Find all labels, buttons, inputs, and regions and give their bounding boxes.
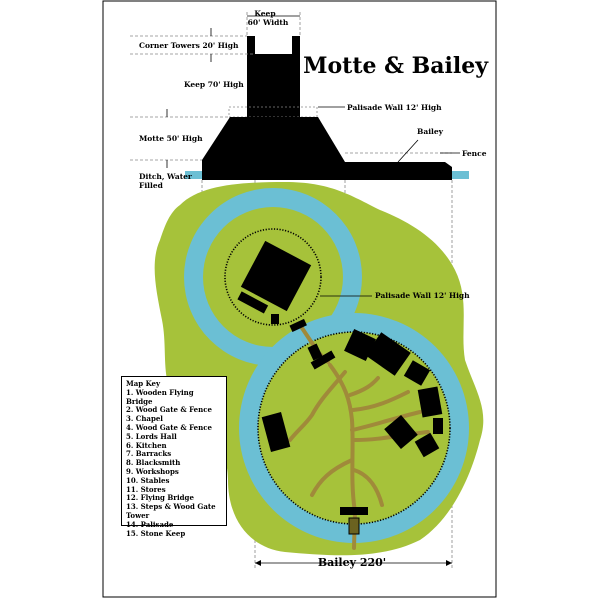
south-flying-bridge	[348, 517, 360, 535]
bailey-width-label: Bailey 220'	[318, 556, 386, 569]
map-key-item: 10. Stables	[126, 475, 170, 485]
stables	[414, 432, 440, 458]
stores	[261, 412, 291, 452]
ditch-base	[202, 172, 452, 180]
keep-width-value-label: 60' Width	[248, 18, 289, 27]
keep-annex	[237, 291, 269, 314]
palisade-top-label: Palisade Wall 12' High	[347, 103, 442, 112]
paths	[288, 323, 430, 550]
ditch-label-2: Filled	[139, 181, 164, 190]
map-key-item: 14. Palisade	[126, 519, 174, 529]
motte-label: Motte 50' High	[139, 134, 203, 143]
keep-elevation	[247, 36, 300, 117]
map-key-item: 4. Wood Gate & Fence	[126, 422, 212, 432]
stone-keep	[240, 240, 312, 312]
page-title: Motte & Bailey	[303, 53, 489, 79]
map-key-item: 7. Barracks	[126, 449, 172, 459]
map-key-item: 5. Lords Hall	[126, 431, 177, 441]
map-key-item: 12. Flying Bridge	[126, 493, 194, 503]
flying-bridge-top	[289, 318, 307, 333]
workshops	[384, 414, 418, 450]
keep-width-label: Keep	[254, 9, 275, 18]
steps-wood-gate-tower	[340, 507, 368, 515]
map-key-item: 8. Blacksmith	[126, 458, 181, 468]
elevation-view	[130, 12, 469, 568]
map-key-item: 15. Stone Keep	[126, 528, 186, 538]
blacksmith	[433, 418, 443, 434]
map-key-item: 9. Workshops	[126, 466, 179, 476]
map-key-heading: Map Key	[126, 379, 161, 388]
ditch-label: Ditch, Water	[139, 172, 193, 181]
map-key-item: 3. Chapel	[126, 414, 163, 424]
ditch-water-right	[452, 171, 469, 179]
map-key-item: 11. Stores	[126, 484, 166, 494]
lords-hall	[365, 332, 411, 376]
fence-label: Fence	[462, 149, 487, 158]
barracks	[417, 386, 443, 418]
map-key-item: 6. Kitchen	[126, 440, 167, 450]
motte-palisade	[224, 228, 322, 326]
palisade-plan-label: Palisade Wall 12' High	[375, 291, 470, 300]
bailey-gate	[310, 350, 336, 370]
map-key-item: 13. Steps & Wood Gate Tower	[126, 502, 216, 520]
flying-bridge	[307, 343, 323, 361]
bailey-callout	[397, 139, 419, 163]
ditch-water-left	[185, 171, 202, 179]
map-key-item: 1. Wooden Flying Bridge	[126, 387, 194, 406]
keep-height-label: Keep 70' High	[184, 80, 244, 89]
map-key-item: 2. Wood Gate & Fence	[126, 405, 212, 415]
motte-gate	[271, 314, 279, 324]
bailey-side-label: Bailey	[417, 127, 444, 136]
bailey-elevation	[345, 162, 452, 172]
corner-towers-label: Corner Towers 20' High	[139, 41, 239, 50]
plan-view	[154, 182, 484, 566]
motte-elevation	[202, 117, 345, 172]
kitchen	[403, 360, 431, 386]
